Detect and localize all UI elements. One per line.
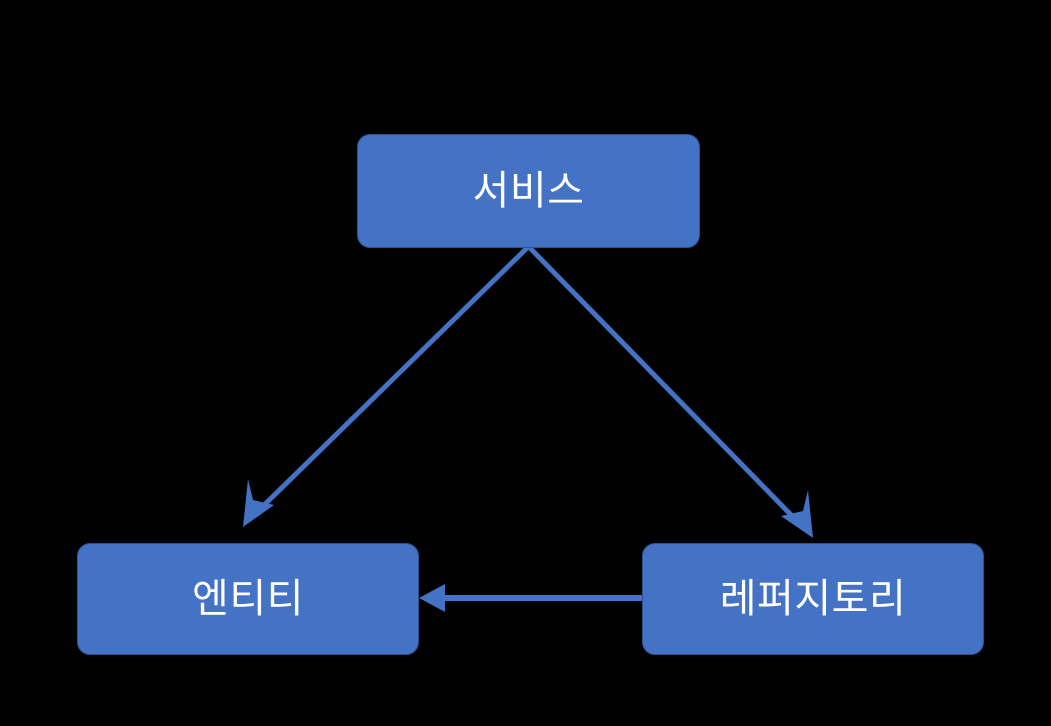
edge-service-to-repository: [527, 245, 813, 538]
node-repository-label: 레퍼지토리: [719, 577, 907, 621]
edge-service-to-entity: [243, 245, 530, 527]
node-service-label: 서비스: [472, 169, 585, 213]
edge-repository-to-entity: [419, 584, 642, 612]
node-repository[interactable]: 레퍼지토리: [642, 543, 984, 655]
node-entity[interactable]: 엔티티: [77, 543, 419, 655]
node-entity-label: 엔티티: [192, 577, 304, 621]
node-service[interactable]: 서비스: [357, 134, 700, 248]
